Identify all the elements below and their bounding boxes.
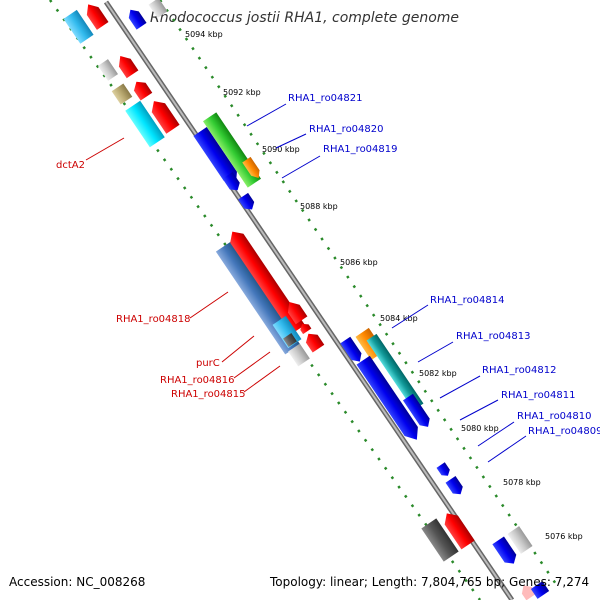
tick-label: 5094 kbp — [185, 30, 223, 39]
gene-arrow-blue[interactable] — [436, 462, 452, 478]
connector — [391, 304, 429, 329]
connector — [275, 133, 307, 149]
tick-label: 5086 kbp — [340, 258, 378, 267]
gene-arrow-blue[interactable] — [356, 355, 424, 445]
label-connectors — [85, 103, 527, 463]
forward-labels: RHA1_ro04821 RHA1_ro04820 RHA1_ro04819 R… — [288, 93, 600, 437]
gene-arrow-red[interactable] — [131, 78, 153, 101]
tick-label: 5076 kbp — [545, 532, 583, 541]
connector — [417, 341, 454, 363]
gene-arrow-blue[interactable] — [222, 172, 243, 194]
connector — [189, 291, 229, 319]
tick-label: 5090 kbp — [262, 145, 300, 154]
gene-arrow-blue[interactable] — [402, 393, 433, 431]
gene-label[interactable]: RHA1_ro04813 — [456, 331, 531, 342]
gene-arrow-blue[interactable] — [125, 6, 147, 30]
gene-arrow-blue[interactable] — [530, 581, 550, 599]
connector — [246, 103, 287, 127]
gene-label[interactable]: RHA1_ro04810 — [517, 411, 592, 422]
gene-arrow-gray[interactable] — [148, 0, 168, 18]
connector — [85, 137, 125, 161]
connector — [281, 155, 321, 179]
gene-label[interactable]: RHA1_ro04821 — [288, 93, 363, 104]
connector — [439, 375, 481, 399]
gene-label[interactable]: RHA1_ro04815 — [171, 389, 246, 400]
gene-arrow-red[interactable] — [147, 97, 180, 134]
tick-label: 5084 kbp — [380, 314, 418, 323]
tick-label: 5078 kbp — [503, 478, 541, 487]
tick-labels: 5094 kbp 5092 kbp 5090 kbp 5088 kbp 5086… — [185, 30, 583, 541]
gene-arrow-blue[interactable] — [445, 476, 466, 498]
gene-arrow-sky[interactable] — [63, 9, 94, 44]
gene-arrow-red[interactable] — [440, 509, 475, 550]
gene-arrow-red[interactable] — [82, 0, 109, 30]
gene-arrow-red[interactable] — [114, 52, 139, 79]
summary-text: Topology: linear; Length: 7,804,765 bp; … — [269, 575, 589, 589]
gene-label[interactable]: RHA1_ro04811 — [501, 390, 576, 401]
connector — [221, 335, 255, 363]
tick-label: 5092 kbp — [223, 88, 261, 97]
backbone-highlight — [105, 1, 513, 600]
connector — [487, 435, 527, 463]
gene-label[interactable]: RHA1_ro04812 — [482, 365, 557, 376]
map-title: Rhodococcus jostii RHA1, complete genome — [150, 10, 459, 26]
gene-arrow-cyan[interactable] — [125, 100, 165, 148]
gene-label[interactable]: RHA1_ro04818 — [116, 314, 191, 325]
accession-text: Accession: NC_008268 — [9, 575, 145, 589]
gene-arrow-blue[interactable] — [193, 126, 242, 189]
gene-label[interactable]: RHA1_ro04819 — [323, 144, 398, 155]
gene-arrow-red[interactable] — [226, 227, 305, 334]
reverse-strand-genes — [63, 0, 537, 600]
connector — [477, 421, 515, 447]
gene-arrow-orange[interactable] — [242, 156, 263, 181]
forward-strand-genes — [193, 112, 550, 599]
connector — [233, 351, 271, 379]
reverse-labels: dctA2 RHA1_ro04818 purC RHA1_ro04816 RHA… — [56, 160, 246, 400]
gene-arrow-khaki[interactable] — [111, 83, 133, 105]
connector — [459, 399, 499, 421]
gene-arrow-blue[interactable] — [238, 192, 257, 213]
gene-label[interactable]: RHA1_ro04816 — [160, 375, 235, 386]
tick-label: 5082 kbp — [419, 369, 457, 378]
gene-arrow-blue[interactable] — [340, 336, 364, 365]
gene-label[interactable]: RHA1_ro04809 — [528, 426, 600, 437]
gene-label[interactable]: RHA1_ro04820 — [309, 124, 384, 135]
gene-arrow-darkgray[interactable] — [421, 518, 459, 562]
gene-arrow-gray[interactable] — [97, 59, 119, 81]
gene-arrow-red[interactable] — [283, 298, 308, 325]
gene-arrow-gray[interactable] — [507, 526, 533, 554]
gene-arrow-teal[interactable] — [366, 333, 424, 411]
gene-arrow-red[interactable] — [303, 330, 325, 353]
gene-arrow-green[interactable] — [202, 112, 262, 188]
gene-arrow-red[interactable] — [298, 321, 312, 335]
tick-label: 5080 kbp — [461, 424, 499, 433]
tick-label: 5088 kbp — [300, 202, 338, 211]
gene-label[interactable]: dctA2 — [56, 160, 85, 171]
backbone-group — [103, 0, 515, 600]
gene-label[interactable]: purC — [196, 358, 220, 369]
gene-label[interactable]: RHA1_ro04814 — [430, 295, 505, 306]
connector — [243, 365, 281, 393]
gene-arrow-darkgray[interactable] — [283, 333, 297, 347]
gene-arrow-gray[interactable] — [288, 343, 310, 367]
gene-arrow-blue[interactable] — [492, 536, 519, 567]
